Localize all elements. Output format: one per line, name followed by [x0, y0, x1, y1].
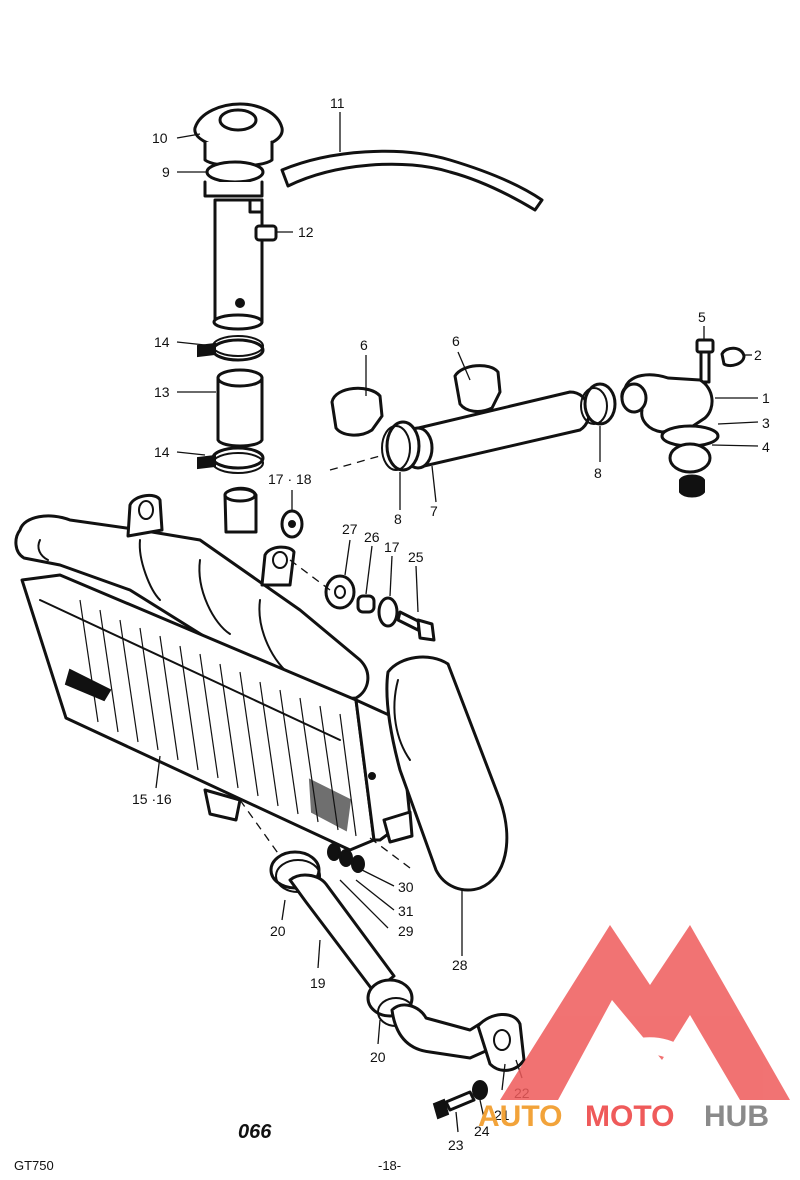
- callout-30: 30: [398, 879, 414, 895]
- bolt-25: [396, 610, 436, 642]
- callout-21: 21: [494, 1107, 510, 1123]
- radiator-cap: [193, 102, 284, 168]
- callout-23: 23: [448, 1137, 464, 1153]
- cap-nut-2: [720, 346, 746, 368]
- gasket-22: [476, 1013, 526, 1072]
- outlet-pipe: [390, 1003, 490, 1060]
- callout-8b: 8: [594, 465, 602, 481]
- callout-4: 4: [762, 439, 770, 455]
- callout-17: 17: [384, 539, 400, 555]
- filler-pipe: [212, 198, 264, 331]
- grommet-27: [324, 574, 356, 610]
- callout-24: 24: [474, 1123, 490, 1139]
- callout-20b: 20: [370, 1049, 386, 1065]
- callout-12: 12: [298, 224, 314, 240]
- hose-clamp-upper: [197, 335, 265, 362]
- callouts: 10 9 11 12 14 13 14 6 6 5 2 1 3 4 8 7 8 …: [132, 95, 770, 1153]
- callout-26: 26: [364, 529, 380, 545]
- callout-3: 3: [762, 415, 770, 431]
- watermark-hub: HUB: [704, 1100, 769, 1133]
- connector-hose: [216, 368, 264, 448]
- callout-14a: 14: [154, 334, 170, 350]
- filler-neck-gasket: [203, 160, 265, 198]
- upper-radiator-hose: [402, 390, 591, 470]
- callout-14b: 14: [154, 444, 170, 460]
- clip-12: [254, 224, 278, 242]
- callout-11: 11: [330, 95, 345, 111]
- watermark-auto: AUTO: [478, 1100, 562, 1133]
- washer-17: [377, 596, 399, 628]
- callout-2: 2: [754, 347, 762, 363]
- callout-13: 13: [154, 384, 170, 400]
- callout-10: 10: [152, 130, 168, 146]
- callout-6a: 6: [360, 337, 368, 353]
- watermark-moto: MOTO: [585, 1100, 674, 1133]
- callout-7: 7: [430, 503, 438, 519]
- grommets-29-31: [327, 843, 365, 873]
- callout-5: 5: [698, 309, 706, 325]
- hose-clamp-8-right: [580, 382, 617, 426]
- callout-27: 27: [342, 521, 358, 537]
- radiator: [14, 486, 414, 852]
- hose-clamp-8-left: [381, 420, 421, 472]
- hose-clip-left: [330, 386, 384, 437]
- thermostat-cover: [620, 373, 714, 434]
- watermark-text: AUTO MOTO HUB: [478, 1100, 769, 1133]
- overflow-tube: [280, 149, 544, 212]
- callout-31: 31: [398, 903, 414, 919]
- callout-17-18: 17 · 18: [268, 471, 312, 487]
- collar-26: [356, 594, 376, 614]
- callout-9: 9: [162, 164, 170, 180]
- callout-29: 29: [398, 923, 414, 939]
- callout-28: 28: [452, 957, 468, 973]
- callout-19: 19: [310, 975, 326, 991]
- callout-15-16: 15 ·16: [132, 791, 172, 807]
- callout-20a: 20: [270, 923, 286, 939]
- callout-25: 25: [408, 549, 424, 565]
- page-code: 066: [238, 1121, 272, 1143]
- watermark-logo-icon: [500, 925, 790, 1100]
- callout-6b: 6: [452, 333, 460, 349]
- hose-clip-right: [453, 364, 502, 413]
- lower-radiator-hose: [288, 873, 396, 994]
- callout-1: 1: [762, 390, 770, 406]
- bolt-23: [432, 1090, 476, 1120]
- radiator-shroud: [385, 655, 509, 892]
- thermostat: [660, 424, 720, 498]
- washer-24: [472, 1080, 488, 1100]
- hose-clamp-lower: [197, 446, 265, 474]
- callout-8a: 8: [394, 511, 402, 527]
- page-number: -18-: [378, 1158, 401, 1173]
- bolt-5: [695, 338, 715, 384]
- model-label: GT750: [14, 1158, 54, 1173]
